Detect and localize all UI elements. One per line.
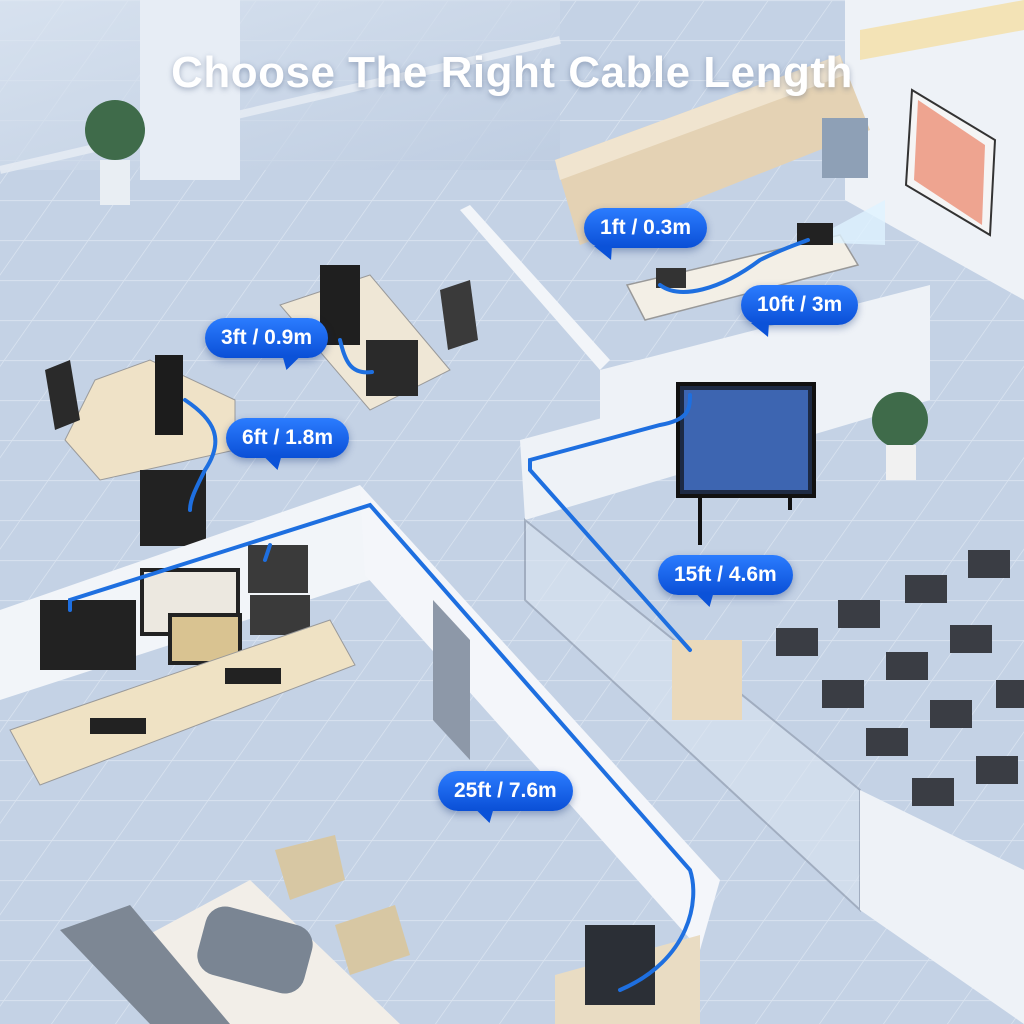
cable-3ft [338,338,374,375]
security-desk [9,619,356,786]
cable-1ft [658,238,810,294]
keyboard [90,718,146,734]
podium [672,640,742,720]
server-rack [585,925,655,1005]
sofa [60,905,230,1024]
pc-tower-left [140,470,206,546]
page-title: Choose The Right Cable Length [171,48,853,97]
bins [822,118,868,178]
laptop [656,268,686,288]
office-chair-middle [440,280,478,350]
cable-label-3ft: 3ft / 0.9m [205,318,329,358]
plant-left [85,100,145,205]
partition-wall-upper [460,205,610,370]
ottoman [197,906,313,994]
monitor-wall-5 [250,595,310,635]
pillar [140,0,240,180]
cabinets [555,55,870,245]
cable-label-15ft: 15ft / 4.6m [658,555,793,595]
monitor-left [155,355,183,435]
cable-label-6ft: 6ft / 1.8m [226,418,350,458]
cable-6ft [183,398,218,512]
lounge-chair [275,835,345,900]
office-chair-left [45,360,80,430]
cable-label-25ft: 25ft / 7.6m [438,771,573,811]
monitor-wall-3 [248,545,308,593]
cable-monitors [263,543,272,562]
plant-right [872,392,928,480]
cable-25ft [68,502,696,992]
cable-15ft [528,393,692,652]
network-cables [68,238,810,992]
lower-right-wall [860,790,1024,1024]
meeting-table [625,234,860,321]
audience-chairs [776,550,1024,806]
pc-tower-middle [366,340,418,396]
cable-label-1ft: 1ft / 0.3m [584,208,708,248]
cable-label-10ft: 10ft / 3m [741,285,859,325]
door [433,600,470,760]
monitor-wall-1 [40,600,136,670]
